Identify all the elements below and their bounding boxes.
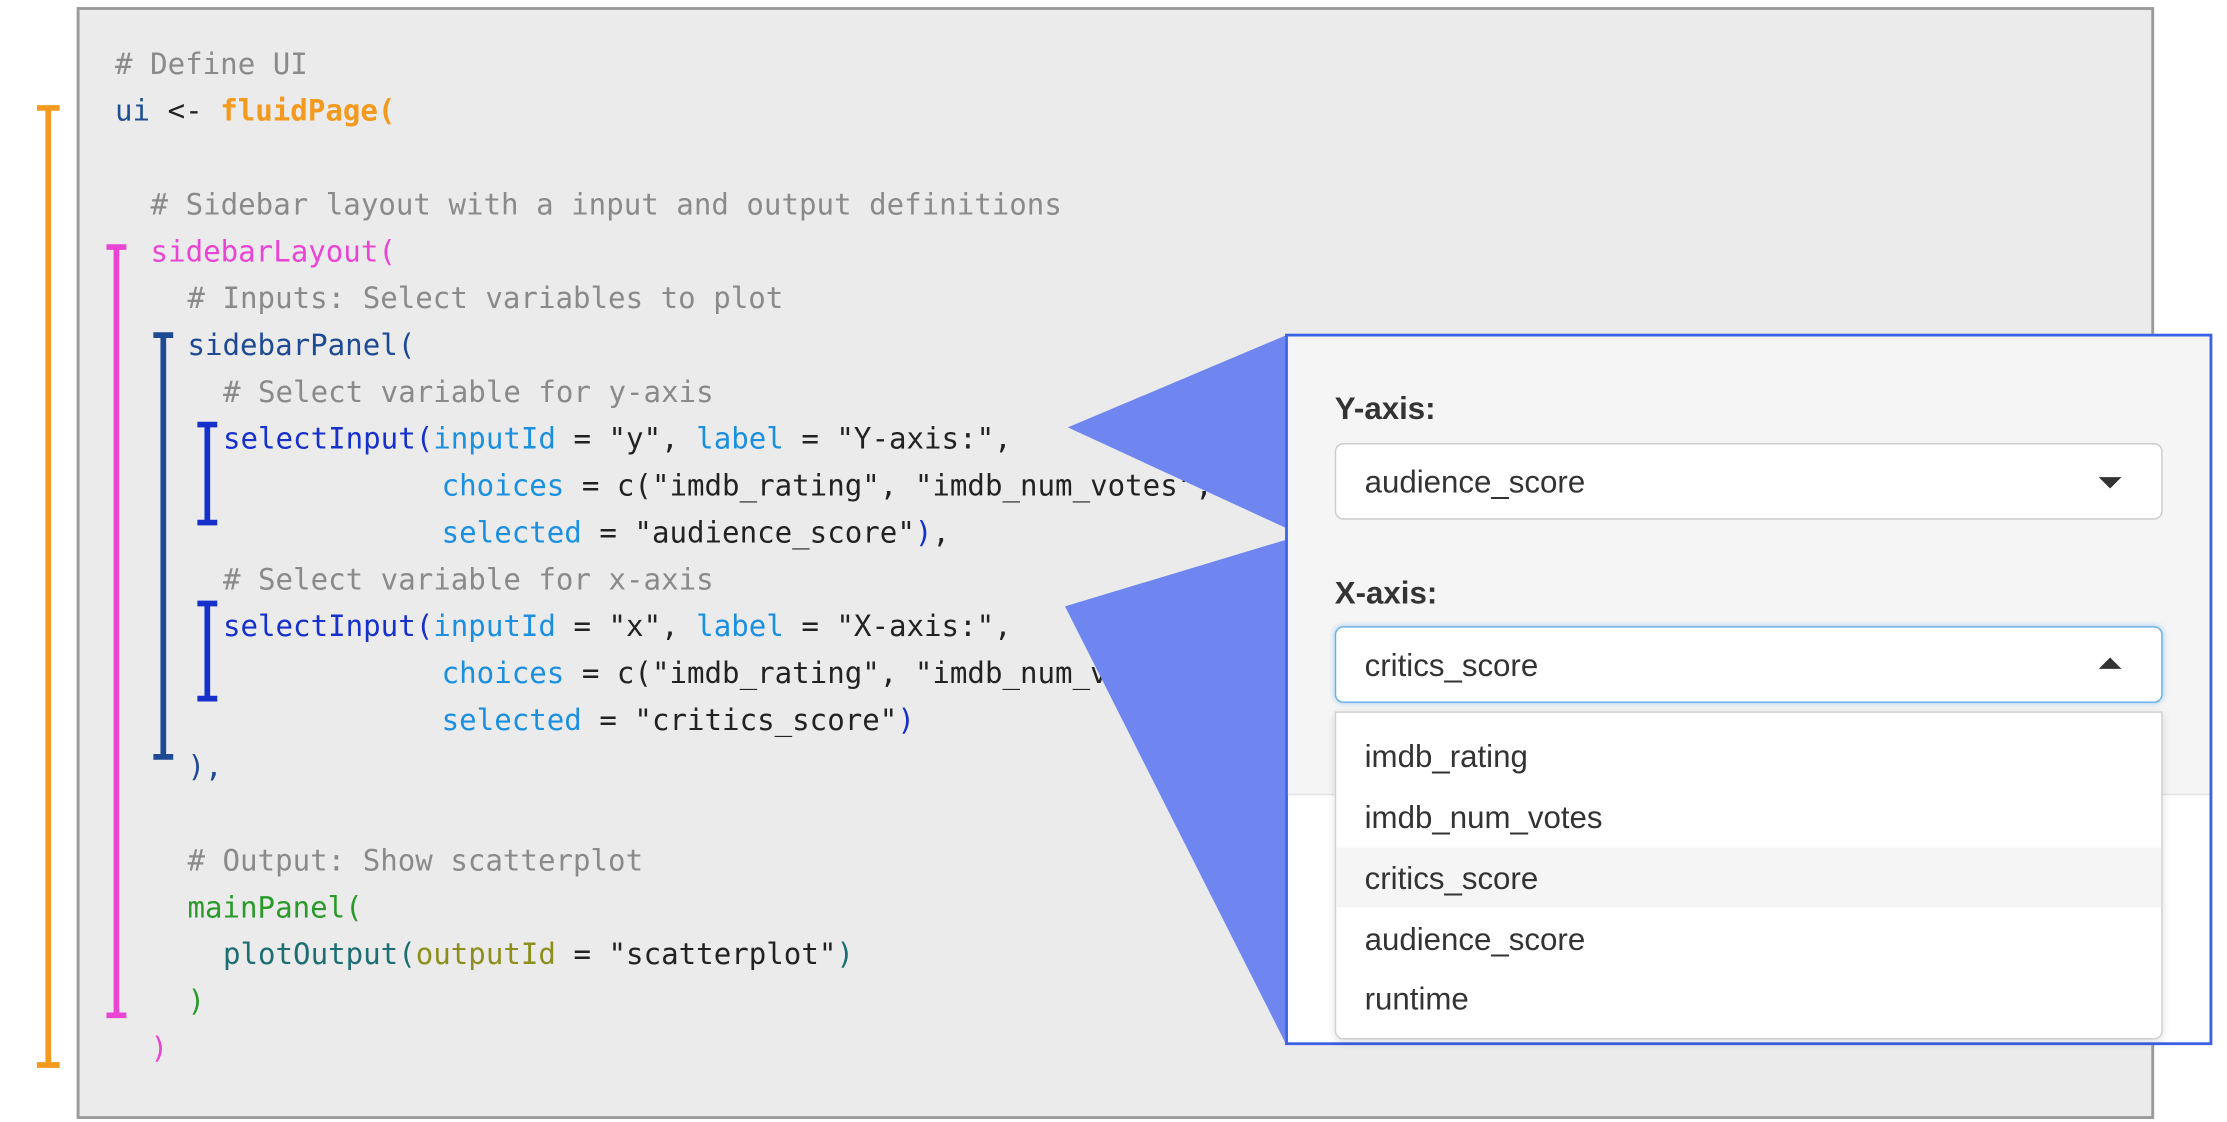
x-axis-select[interactable]: critics_score — [1334, 626, 2163, 703]
code-line-6: # Inputs: Select variables to plot — [187, 281, 784, 316]
selectinput-y-bracket — [197, 421, 218, 526]
x-axis-selected-value: critics_score — [1364, 647, 1539, 684]
code-line-11: selected = "audience_score"), — [441, 515, 950, 550]
code-line-9: selectInput(inputId = "y", label = "Y-ax… — [222, 421, 1012, 456]
dropdown-option[interactable]: imdb_rating — [1364, 738, 1528, 774]
code-line-15: selected = "critics_score") — [441, 702, 915, 737]
code-line-21: ) — [187, 984, 205, 1019]
fluidpage-bracket — [36, 105, 60, 1068]
sidebarlayout-bracket — [106, 244, 127, 1019]
code-line-13: selectInput(inputId = "x", label = "X-ax… — [222, 609, 1012, 644]
code-line-10: choices = c("imdb_rating", "imdb_num_vot… — [441, 468, 1266, 503]
dropdown-option[interactable]: runtime — [1364, 981, 1469, 1017]
app-preview-panel: Y-axis: audience_score X-axis: critics_s… — [1285, 333, 2213, 1046]
dropdown-option[interactable]: audience_score — [1364, 921, 1586, 958]
code-line-7: sidebarPanel( — [187, 328, 416, 363]
code-line-4: # Sidebar layout with a input and output… — [150, 187, 1062, 222]
dropdown-option[interactable]: imdb_num_votes — [1364, 799, 1603, 835]
code-line-20: plotOutput(outputId = "scatterplot") — [222, 937, 854, 972]
code-line-18: # Output: Show scatterplot — [187, 843, 644, 878]
code-line-8: # Select variable for y-axis — [222, 374, 714, 409]
code-line-5: sidebarLayout( — [150, 234, 396, 269]
callout-y-wedge — [1067, 335, 1287, 529]
y-axis-select[interactable]: audience_score — [1334, 443, 2163, 520]
sidebarpanel-bracket — [153, 332, 174, 760]
y-axis-label: Y-axis: — [1334, 390, 1436, 427]
chevron-up-icon — [2098, 657, 2122, 669]
code-line-12: # Select variable for x-axis — [222, 562, 714, 597]
code-line-22: ) — [150, 1030, 169, 1065]
code-line-16: ), — [187, 749, 223, 784]
chevron-down-icon — [2098, 477, 2122, 489]
code-line-1: # Define UI — [115, 46, 308, 81]
selectinput-x-bracket — [197, 600, 218, 702]
dropdown-option-highlighted[interactable]: critics_score — [1336, 847, 2162, 908]
code-line-2: ui <- fluidPage( — [115, 93, 396, 128]
x-axis-dropdown-menu: imdb_rating imdb_num_votes critics_score… — [1334, 711, 2163, 1040]
callout-x-wedge — [1065, 539, 1287, 1046]
x-axis-label: X-axis: — [1334, 575, 1438, 611]
y-axis-selected-value: audience_score — [1364, 464, 1586, 500]
code-line-19: mainPanel( — [187, 890, 363, 925]
